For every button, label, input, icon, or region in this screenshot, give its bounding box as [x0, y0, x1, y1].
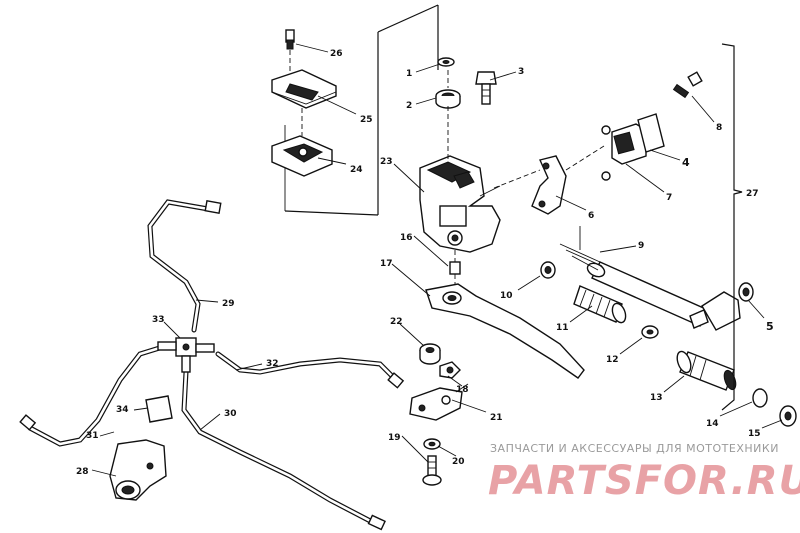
- callout-27: 27: [746, 189, 759, 199]
- callout-14: 14: [706, 419, 719, 429]
- callout-5: 5: [766, 320, 774, 333]
- leader-lines: [91, 43, 783, 477]
- throttle-sleeve: [676, 350, 737, 391]
- watermark-caption: ЗАПЧАСТИ И АКСЕССУАРЫ ДЛЯ МОТОТЕХНИКИ: [490, 442, 779, 455]
- pivot-pin: [449, 250, 461, 290]
- callout-20: 20: [452, 457, 465, 467]
- callout-15: 15: [748, 429, 761, 439]
- end-cap: [752, 388, 768, 408]
- reservoir-cover: [271, 69, 337, 109]
- pivot-bolt: [475, 71, 497, 105]
- switch-plate: [637, 113, 665, 153]
- t-fitting: [157, 337, 215, 373]
- handlebar-tube: [559, 226, 709, 327]
- brake-hose-lower: [181, 369, 386, 531]
- left-grip: [573, 285, 627, 324]
- callout-8: 8: [716, 123, 722, 133]
- plate-washer: [423, 438, 441, 450]
- watermark: ЗАПЧАСТИ И АКСЕССУАРЫ ДЛЯ МОТОТЕХНИКИ PA…: [488, 442, 800, 504]
- callout-4: 4: [682, 156, 690, 169]
- callout-11: 11: [556, 323, 569, 333]
- callout-30: 30: [224, 409, 237, 419]
- brake-light-switch: [601, 123, 647, 181]
- callout-28: 28: [76, 467, 89, 477]
- callout-12: 12: [606, 355, 619, 365]
- callout-2: 2: [406, 101, 412, 111]
- brake-hose-upper: [147, 199, 222, 333]
- end-washer: [779, 405, 797, 427]
- callout-18: 18: [456, 385, 469, 395]
- throttle-housing: [689, 282, 754, 331]
- callout-22: 22: [390, 317, 403, 327]
- callout-9: 9: [638, 241, 644, 251]
- lever-nut: [439, 361, 461, 379]
- brake-lever: [425, 283, 585, 379]
- callout-17: 17: [380, 259, 393, 269]
- brake-hose-right: [215, 351, 405, 389]
- hose-bracket: [145, 395, 173, 423]
- caliper-boot: [109, 439, 167, 501]
- brake-hose-left: [19, 343, 169, 447]
- callout-34: 34: [116, 405, 129, 415]
- callout-labels: 1 2 3 4 5 6 7 8 9 10 11 12 13 14 15 16 1…: [76, 49, 774, 477]
- mount-screw: [672, 71, 703, 99]
- lever-bushing: [419, 343, 441, 365]
- reservoir-diaphragm: [271, 108, 333, 177]
- callout-23: 23: [380, 157, 393, 167]
- master-cylinder: [419, 155, 501, 253]
- callout-7: 7: [666, 193, 672, 203]
- callout-21: 21: [490, 413, 503, 423]
- watermark-logo: PARTSFOR.RU: [488, 458, 800, 504]
- callout-29: 29: [222, 299, 235, 309]
- callout-19: 19: [388, 433, 401, 443]
- callout-13: 13: [650, 393, 663, 403]
- washer-lever: [540, 261, 556, 279]
- bushing: [435, 70, 461, 160]
- callout-3: 3: [518, 67, 524, 77]
- callout-10: 10: [500, 291, 513, 301]
- callout-26: 26: [330, 49, 343, 59]
- plate-screw: [422, 455, 442, 486]
- callout-32: 32: [266, 359, 279, 369]
- callout-24: 24: [350, 165, 363, 175]
- lock-plate: [409, 383, 469, 421]
- callout-16: 16: [400, 233, 413, 243]
- handlebar-clamp: [493, 145, 605, 215]
- callout-1: 1: [406, 69, 412, 79]
- callout-33: 33: [152, 315, 165, 325]
- callout-25: 25: [360, 115, 373, 125]
- lock-nut: [641, 325, 659, 339]
- assembly-bracket: [721, 43, 743, 411]
- callout-6: 6: [588, 211, 594, 221]
- reservoir-screw: [285, 29, 295, 72]
- washer: [437, 57, 455, 67]
- callout-31: 31: [86, 431, 99, 441]
